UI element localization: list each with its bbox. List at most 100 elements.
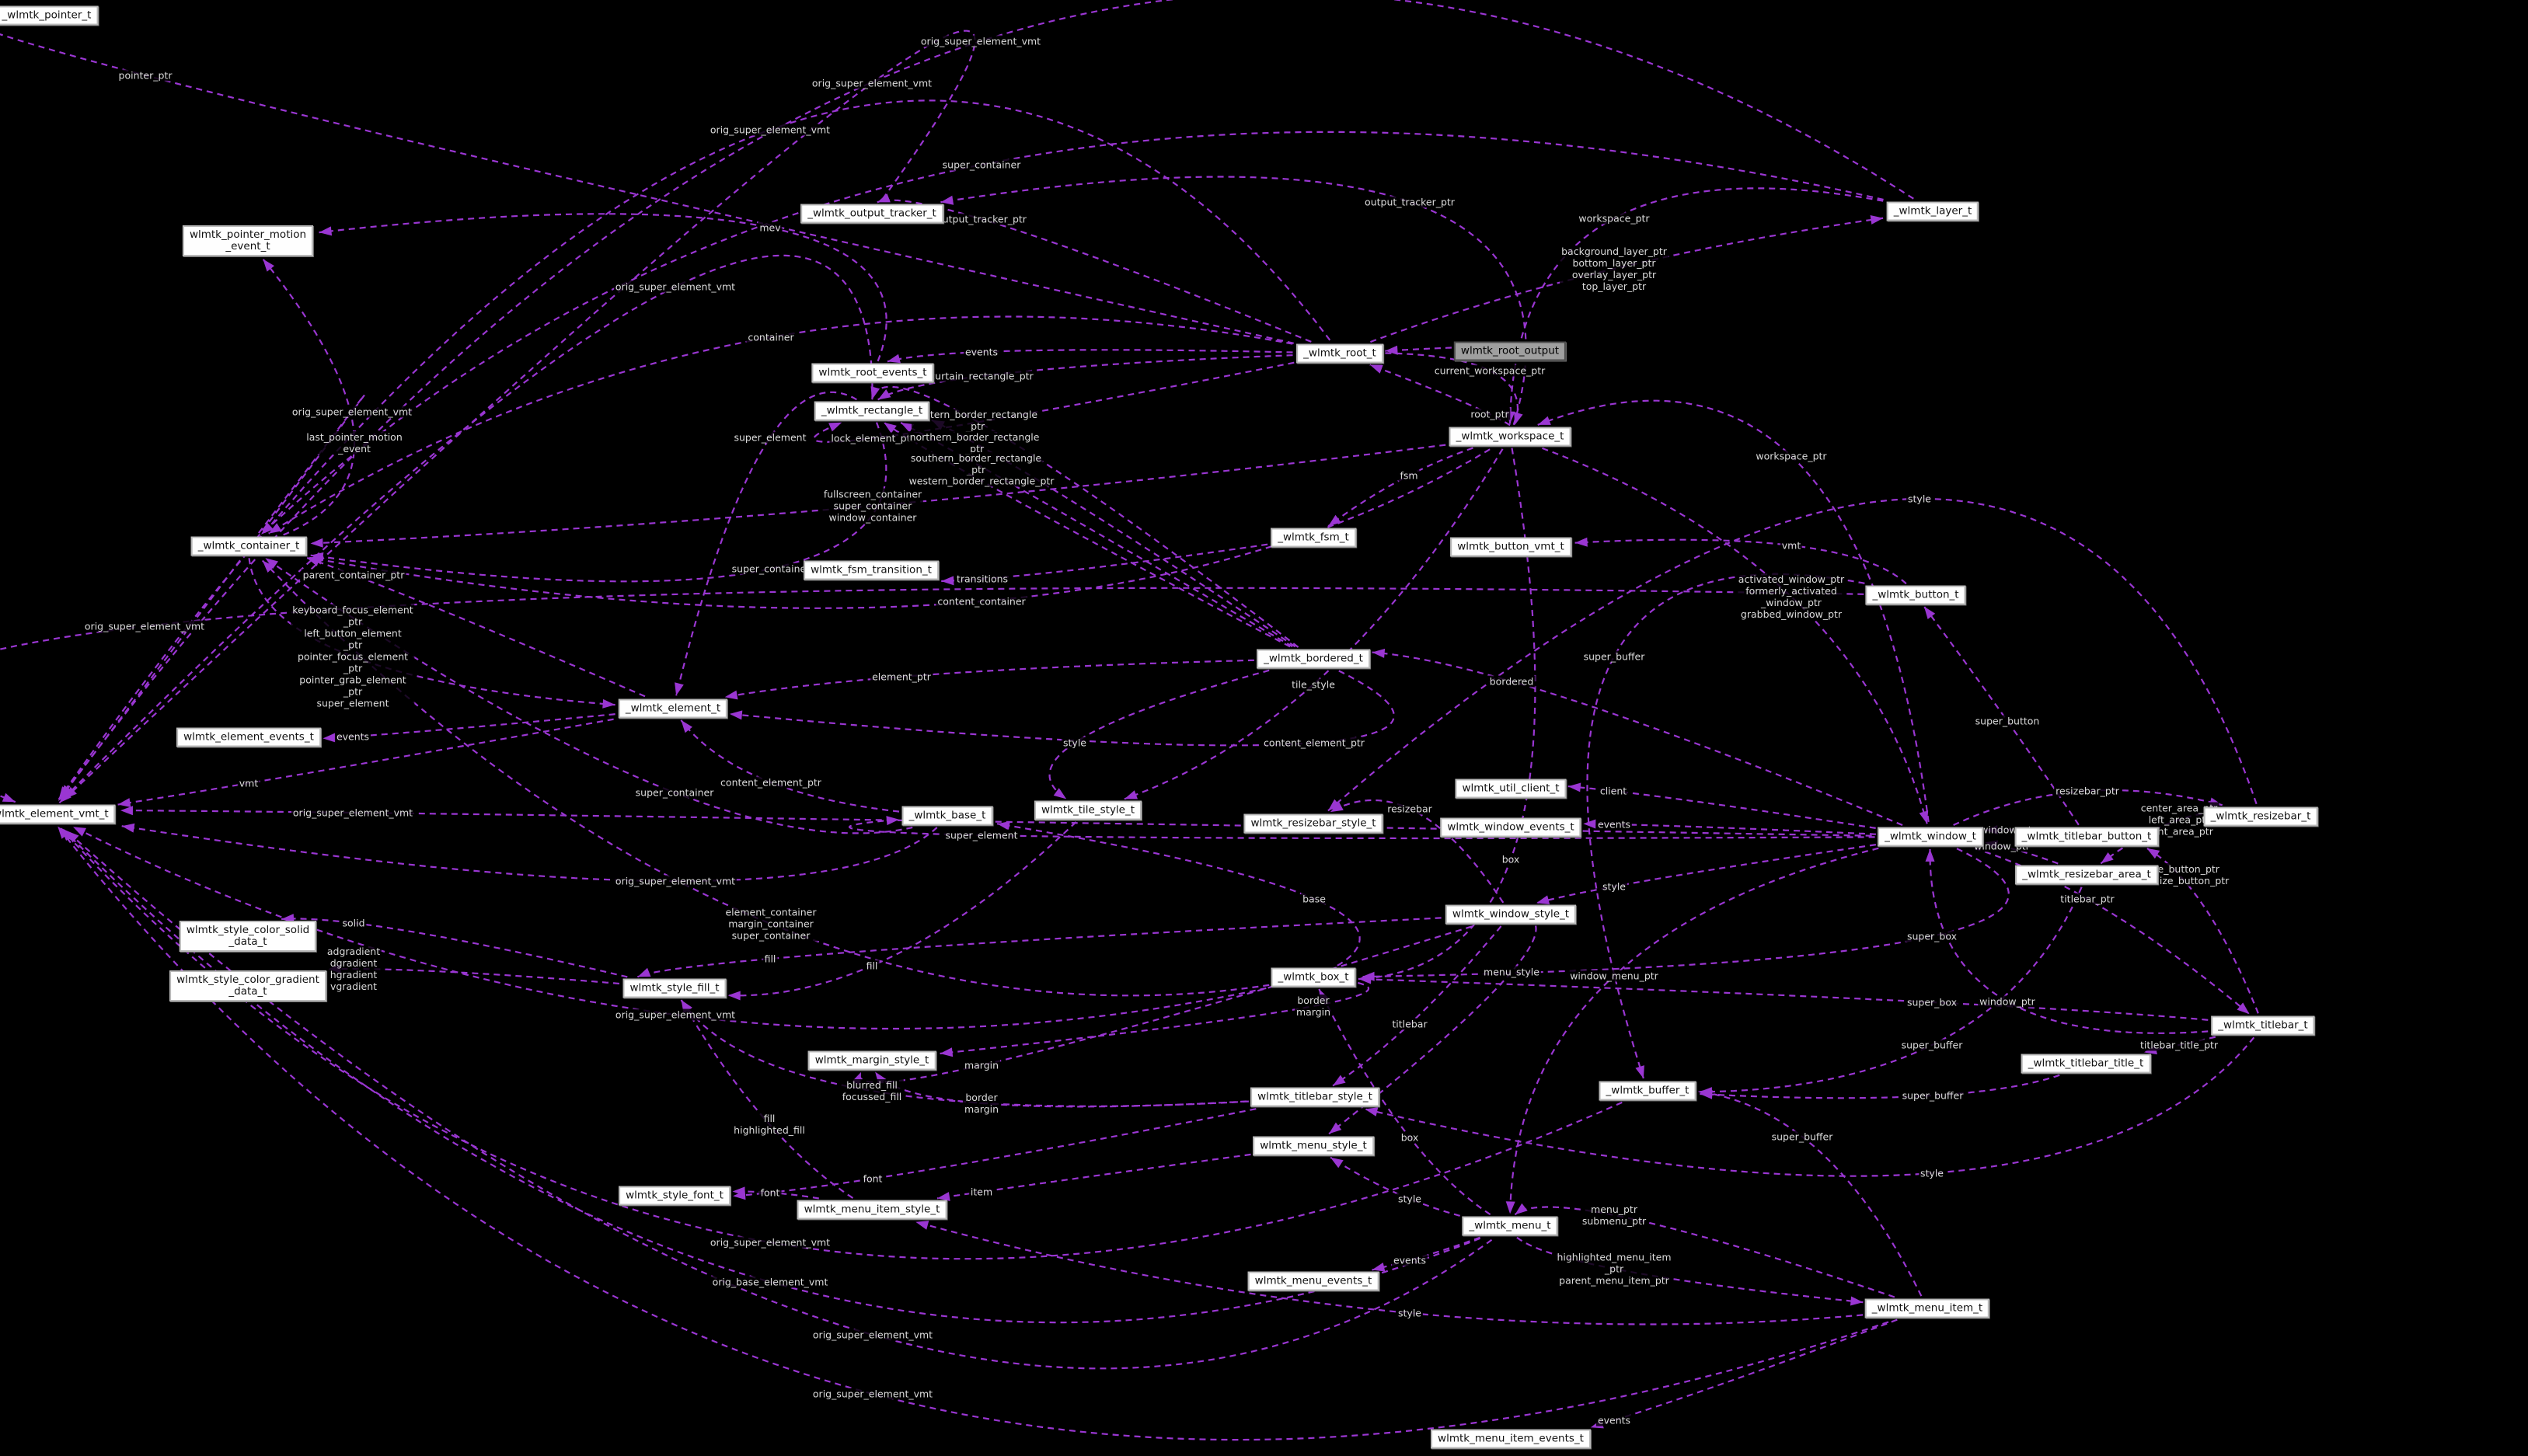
node-window_events[interactable]: wlmtk_window_events_t (1440, 817, 1581, 838)
node-menu_style[interactable]: wlmtk_menu_style_t (1253, 1136, 1374, 1156)
arrowhead-icon (1385, 345, 1398, 355)
node-button_vmt[interactable]: wlmtk_button_vmt_t (1450, 537, 1571, 557)
edge-titlebar_style-style_font (733, 1108, 1257, 1197)
node-style_fill[interactable]: wlmtk_style_fill_t (622, 978, 727, 998)
edge-root_events-pointer_motion (319, 213, 887, 362)
node-window[interactable]: _wlmtk_window_t (1878, 827, 1983, 847)
edge-bordered-rectangle (931, 419, 1296, 648)
node-window_style[interactable]: wlmtk_window_style_t (1445, 904, 1577, 925)
node-titlebar_style[interactable]: wlmtk_titlebar_style_t (1250, 1087, 1379, 1107)
node-root_events[interactable]: wlmtk_root_events_t (811, 363, 934, 383)
arrowhead-icon (319, 226, 333, 236)
arrowhead-icon (1369, 364, 1383, 374)
node-element_vmt[interactable]: _wlmtk_element_vmt_t (0, 804, 116, 824)
edge-workspace-tile_style (1124, 448, 1504, 800)
arrowhead-icon (1327, 799, 1341, 811)
arrowhead-icon (884, 422, 897, 434)
node-menu_item[interactable]: _wlmtk_menu_item_t (1864, 1298, 1990, 1318)
node-titlebar[interactable]: _wlmtk_titlebar_t (2211, 1015, 2315, 1036)
edge-window-element_vmt (120, 809, 1872, 837)
edge-workspace-box (1358, 448, 1536, 981)
edge-element-container (306, 556, 646, 698)
edge-root-workspace (1385, 352, 1519, 426)
node-root_output[interactable]: wlmtk_root_output (1453, 341, 1567, 361)
arrowhead-icon (2209, 797, 2223, 807)
arrowhead-icon (263, 259, 274, 272)
edge-rectangle-element (675, 391, 857, 696)
edge-window_style-resizebar_style (1330, 799, 1505, 904)
node-resizebar_area[interactable]: _wlmtk_resizebar_area_t (2015, 865, 2158, 885)
node-box[interactable]: _wlmtk_box_t (1271, 967, 1356, 988)
edge-titlebar-titlebar_style (1365, 1036, 2255, 1177)
edge-button-element_vmt (0, 587, 1864, 803)
arrowhead-icon (729, 710, 743, 720)
arrowhead-icon (73, 827, 86, 837)
edge-button-buffer (1586, 573, 1865, 1079)
edge-element-element_events (323, 713, 615, 740)
edge-window_style-style_fill (636, 917, 1442, 978)
edge-root-root_events (887, 349, 1293, 363)
edge-window_style-menu_style (1328, 925, 1537, 1135)
edge-menu-menu_style (1330, 1156, 1461, 1217)
node-resizebar_style[interactable]: wlmtk_resizebar_style_t (1243, 813, 1383, 834)
node-menu_events[interactable]: wlmtk_menu_events_t (1247, 1271, 1379, 1291)
edge-box-margin_style (940, 981, 1370, 1055)
node-titlebar_title[interactable]: _wlmtk_titlebar_title_t (2021, 1054, 2151, 1074)
arrowhead-icon (1574, 537, 1588, 547)
node-fsm[interactable]: _wlmtk_fsm_t (1271, 528, 1356, 548)
node-menu_item_events[interactable]: wlmtk_menu_item_events_t (1431, 1429, 1591, 1449)
arrowhead-icon (1919, 810, 1929, 824)
node-tile_style[interactable]: wlmtk_tile_style_t (1034, 800, 1142, 820)
node-color_gradient[interactable]: wlmtk_style_color_gradient _data_t (169, 970, 326, 1001)
arrowhead-icon (887, 354, 901, 364)
node-menu_item_style[interactable]: wlmtk_menu_item_style_t (797, 1200, 947, 1220)
node-base[interactable]: _wlmtk_base_t (901, 806, 993, 826)
node-element_events[interactable]: wlmtk_element_events_t (176, 727, 321, 747)
arrowhead-icon (310, 538, 323, 548)
edge-titlebar_title-buffer (1700, 1074, 2060, 1099)
node-container[interactable]: _wlmtk_container_t (190, 536, 307, 556)
arrowhead-icon (2146, 848, 2160, 859)
node-layer[interactable]: _wlmtk_layer_t (1886, 201, 1979, 221)
node-workspace[interactable]: _wlmtk_workspace_t (1449, 427, 1571, 447)
edge-window-bordered (1372, 651, 1903, 827)
node-button[interactable]: _wlmtk_button_t (1865, 585, 1966, 605)
node-color_solid[interactable]: wlmtk_style_color_solid _data_t (179, 921, 317, 952)
node-bordered[interactable]: _wlmtk_bordered_t (1257, 649, 1370, 669)
node-fsm_transition[interactable]: wlmtk_fsm_transition_t (804, 560, 939, 580)
node-style_font[interactable]: wlmtk_style_font_t (619, 1186, 731, 1206)
node-element[interactable]: _wlmtk_element_t (618, 698, 728, 719)
arrowhead-icon (1590, 1419, 1604, 1429)
edge-titlebar-titlebar_button (2146, 847, 2259, 1014)
node-menu[interactable]: _wlmtk_menu_t (1462, 1216, 1558, 1236)
arrowhead-icon (1925, 848, 1935, 862)
edge-buffer-element_vmt (60, 827, 1623, 1260)
edge-bordered-element (724, 659, 1254, 698)
arrowhead-icon (1329, 1122, 1342, 1134)
arrowhead-icon (2237, 1002, 2250, 1015)
node-buffer[interactable]: _wlmtk_buffer_t (1599, 1081, 1696, 1101)
edge-menu_style-menu_item_style (936, 1153, 1251, 1200)
arrowhead-icon (828, 422, 842, 432)
node-pointer[interactable]: _wlmtk_pointer_t (0, 5, 99, 26)
node-output_tracker[interactable]: _wlmtk_output_tracker_t (800, 204, 943, 224)
node-pointer_motion[interactable]: wlmtk_pointer_motion _event_t (182, 225, 314, 256)
edge-base-container (264, 557, 913, 834)
edge-bordered-rectangle (871, 385, 1299, 648)
node-resizebar[interactable]: _wlmtk_resizebar_t (2203, 806, 2318, 827)
edge-window_style-margin_style (859, 925, 1473, 1084)
arrowhead-icon (121, 823, 135, 833)
edge-menu-box (1318, 988, 1491, 1216)
edge-menu_item-menu_item_style (915, 1221, 1864, 1325)
arrowhead-icon (1583, 819, 1596, 829)
node-root[interactable]: _wlmtk_root_t (1296, 343, 1383, 364)
arrowhead-icon (727, 991, 741, 1001)
arrowhead-icon (1536, 895, 1550, 904)
edge-window_style-titlebar_style (1332, 925, 1502, 1087)
node-margin_style[interactable]: wlmtk_margin_style_t (807, 1050, 936, 1071)
node-util_client[interactable]: wlmtk_util_client_t (1455, 779, 1567, 799)
edge-fsm-fsm_transition (941, 543, 1268, 583)
node-rectangle[interactable]: _wlmtk_rectangle_t (814, 401, 930, 421)
node-titlebar_button[interactable]: _wlmtk_titlebar_button_t (2014, 827, 2159, 847)
edge-menu_item-menu (1514, 1206, 1895, 1298)
